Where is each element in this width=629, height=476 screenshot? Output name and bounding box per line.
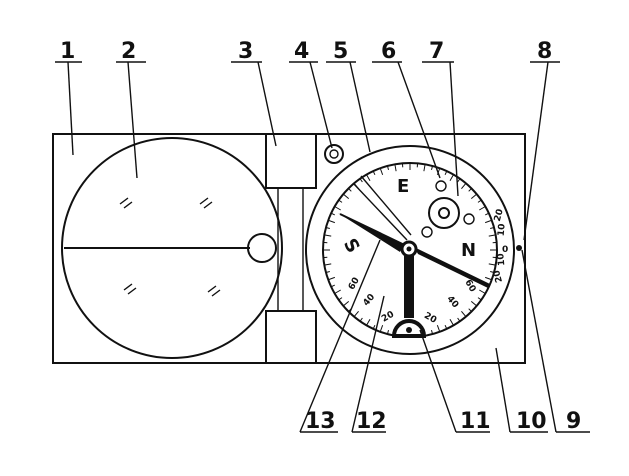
- dial-tick: [461, 310, 467, 317]
- dial-tick: [334, 206, 341, 211]
- dial-tick: [430, 330, 434, 335]
- dial-tick: [479, 206, 486, 211]
- dial-sight-line-a: [352, 182, 408, 241]
- right-scale-0: 0: [502, 245, 508, 255]
- dial-tick: [343, 193, 350, 199]
- dial-tick: [488, 263, 496, 266]
- leader-lines-top: [55, 61, 560, 241]
- dial-tick: [338, 199, 343, 203]
- dial-tick: [477, 199, 482, 203]
- label-5: 5: [333, 39, 348, 64]
- dial-tick: [461, 183, 467, 190]
- dial-tick: [324, 263, 332, 266]
- dial-ticks: [323, 163, 497, 337]
- dial-tick: [379, 325, 384, 332]
- dial-tick: [470, 301, 477, 307]
- dial-tick: [330, 212, 335, 216]
- right-scale-10a: 10: [497, 223, 508, 236]
- dial-tick: [348, 188, 352, 192]
- label-1: 1: [60, 39, 75, 64]
- dial-tick: [372, 170, 376, 175]
- dial-tick: [423, 164, 426, 172]
- dial-tick: [449, 174, 454, 181]
- hinge: [265, 133, 317, 364]
- dial-tick: [485, 219, 492, 224]
- dial-tick: [386, 165, 390, 170]
- dial-tick: [485, 276, 492, 281]
- clino-left-20: 20: [380, 310, 396, 325]
- dial-tick: [479, 289, 486, 294]
- compass-outer-ring: [305, 145, 515, 355]
- dial-tick: [328, 276, 335, 281]
- dial-tick: [444, 170, 448, 175]
- dial-tick: [449, 319, 454, 326]
- label-8: 8: [537, 39, 552, 64]
- dial-tick: [457, 178, 461, 183]
- dial-tick: [366, 174, 371, 181]
- label-12: 12: [356, 409, 387, 434]
- leader-lines-bottom: [299, 239, 590, 433]
- label-10: 10: [516, 409, 547, 434]
- label-4: 4: [294, 39, 309, 64]
- dial-tick: [366, 319, 371, 326]
- right-scale-20a: 20: [493, 208, 506, 223]
- right-scale-20b: 20: [492, 269, 505, 284]
- dial-tick: [430, 165, 434, 170]
- clinometer-pointer: [404, 256, 414, 318]
- compass-needle-north: [338, 213, 404, 252]
- label-2: 2: [121, 39, 136, 64]
- mirror-circle: [61, 137, 283, 359]
- dial-sight-line-b: [360, 175, 412, 236]
- dial-tick: [372, 325, 376, 330]
- label-3: 3: [238, 39, 253, 64]
- dial-tick: [468, 308, 472, 312]
- dial-tick: [353, 310, 359, 317]
- dial-tick: [468, 188, 472, 192]
- mirror-glass-marks: [119, 197, 221, 297]
- dial-tick: [436, 325, 441, 332]
- side-pin: [516, 245, 522, 251]
- dial-tick: [359, 178, 363, 183]
- dial-tick: [490, 270, 495, 274]
- cardinal-north: N: [461, 240, 476, 261]
- cardinal-south: S: [339, 235, 364, 257]
- dial-tick: [359, 317, 363, 322]
- dial-tick: [328, 219, 335, 224]
- clino-left-40: 40: [361, 292, 377, 308]
- dial-tick: [394, 164, 397, 172]
- dial-tick: [338, 297, 343, 301]
- mirror-sight-hole: [247, 233, 277, 263]
- dial-tick: [477, 297, 482, 301]
- dial-tick: [343, 301, 350, 307]
- dial-tick: [325, 270, 330, 274]
- dial-tick: [490, 226, 495, 230]
- dial-tick: [334, 289, 341, 294]
- cardinal-east: E: [397, 176, 409, 197]
- dial-tick: [488, 234, 496, 237]
- right-scale-10b: 10: [496, 253, 507, 266]
- label-13: 13: [305, 409, 336, 434]
- label-6: 6: [381, 39, 396, 64]
- dial-tick: [485, 212, 490, 216]
- dial-tick: [470, 193, 477, 199]
- dial-tick: [444, 325, 448, 330]
- label-9: 9: [566, 409, 581, 434]
- label-7: 7: [429, 39, 444, 64]
- dial-tick: [325, 226, 330, 230]
- level-bubble: [421, 180, 475, 238]
- dial-tick: [324, 234, 332, 237]
- screw-knob: [324, 144, 344, 164]
- dial-tick: [386, 330, 390, 335]
- dial-tick: [379, 168, 384, 175]
- dial-tick: [457, 317, 461, 322]
- clino-right-40: 40: [444, 294, 460, 310]
- label-11: 11: [460, 409, 491, 434]
- clino-right-20: 20: [422, 311, 438, 326]
- dial-tick: [330, 284, 335, 288]
